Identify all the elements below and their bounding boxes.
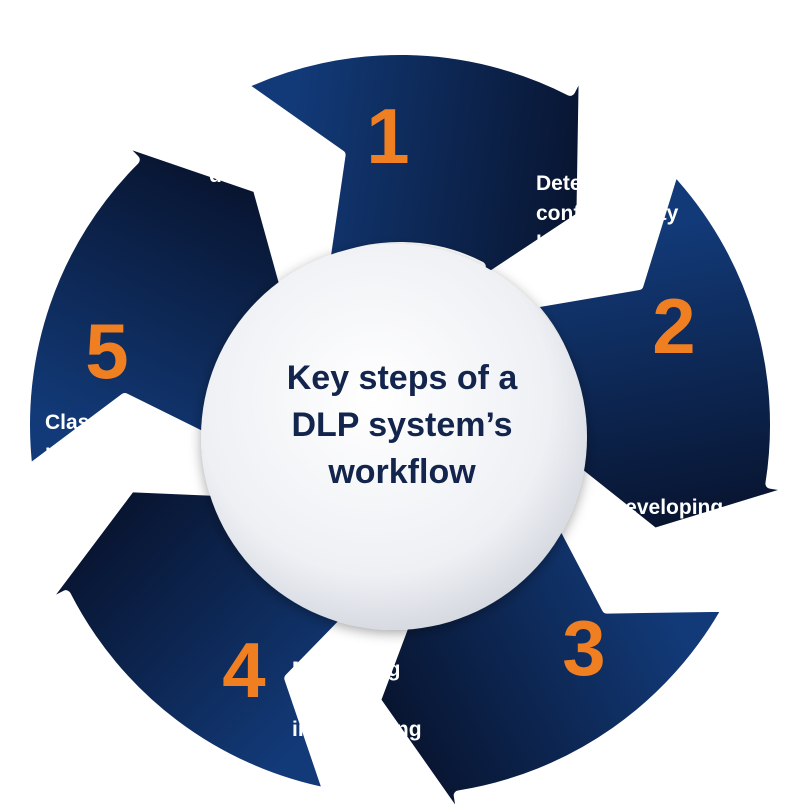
step-2-label-line-3: levels [536, 232, 594, 255]
step-1-label-line-2: data [209, 164, 253, 187]
center-title: Key steps of a DLP system’s workflow [287, 359, 519, 491]
step-3: 3 Developing security rules [562, 496, 723, 692]
step-4-number: 4 [222, 626, 265, 714]
step-3-label-line-2: security [610, 526, 691, 549]
step-3-label-line-3: rules [610, 556, 660, 579]
title-line-3: workflow [327, 453, 476, 491]
step-3-number: 3 [562, 604, 605, 692]
step-1-label-line-1: Classifying [209, 134, 321, 157]
step-4-label-line-2: and [292, 688, 329, 711]
step-4-label-line-3: investigating [292, 718, 422, 741]
title-line-1: Key steps of a [287, 359, 519, 397]
center-hub [201, 244, 587, 630]
step-2-number: 2 [652, 282, 695, 370]
step-5-number: 5 [85, 307, 128, 395]
step-5-label-line-1: Classifying [45, 411, 157, 434]
step-4: 4 Monitoring and investigating [222, 626, 421, 741]
title-line-2: DLP system’s [291, 406, 512, 444]
step-1-number: 1 [366, 92, 409, 180]
step-3-label-line-1: Developing [610, 496, 723, 519]
step-4-label-line-1: Monitoring [292, 658, 400, 681]
step-1: 1 Classifying data [209, 92, 410, 187]
step-5-label-line-2: new data [45, 441, 135, 464]
cycle-arrows [19, 45, 804, 812]
step-2-label-line-2: confidentiality [536, 202, 679, 225]
step-2: 2 Determining confidentiality levels [536, 172, 696, 370]
step-5: 5 Classifying new data [45, 307, 157, 464]
step-2-label-line-1: Determining [536, 172, 659, 195]
